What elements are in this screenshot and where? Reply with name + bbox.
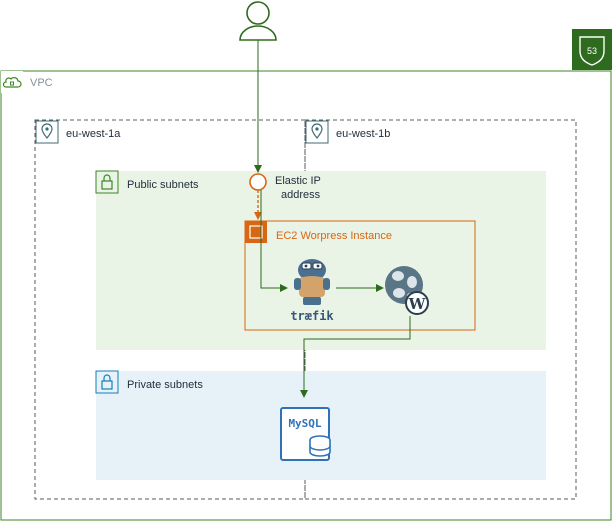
vpc-label: VPC [30,77,53,89]
az-eu-west-1b [304,119,577,500]
wordpress-icon: W [405,291,429,315]
public-subnets [96,171,546,350]
public-subnets-label: Public subnets [127,179,199,191]
elastic-ip-label-line1: Elastic IP [275,175,321,187]
route53-icon: 53 [572,29,612,70]
user-icon [239,1,277,41]
location-pin-icon [35,120,59,144]
lock-icon [95,170,119,194]
mysql-database-icon [280,407,331,461]
svg-text:W: W [408,295,427,313]
private-subnets-label: Private subnets [127,379,203,391]
mysql-label: MySQL [288,417,321,430]
ec2-instance-group [244,220,476,331]
location-pin-icon [305,120,329,144]
traefik-label: træfik [290,309,334,323]
az-label-eu-west-1a: eu-west-1a [66,128,121,140]
vpc-icon [1,71,23,93]
connector-wordpress-to-mysql [300,316,411,398]
elastic-ip-icon [249,173,267,191]
vpc-group [0,70,612,521]
ec2-label: EC2 Worpress Instance [276,230,392,242]
route53-label: 53 [587,46,597,56]
elastic-ip-label-line2: address [281,189,321,201]
connector-eip-to-traefik [260,190,288,292]
ec2-icon [245,221,267,243]
lock-icon [95,370,119,394]
az-eu-west-1a [34,119,306,500]
traefik-logo-icon [294,259,330,305]
az-label-eu-west-1b: eu-west-1b [336,128,390,140]
